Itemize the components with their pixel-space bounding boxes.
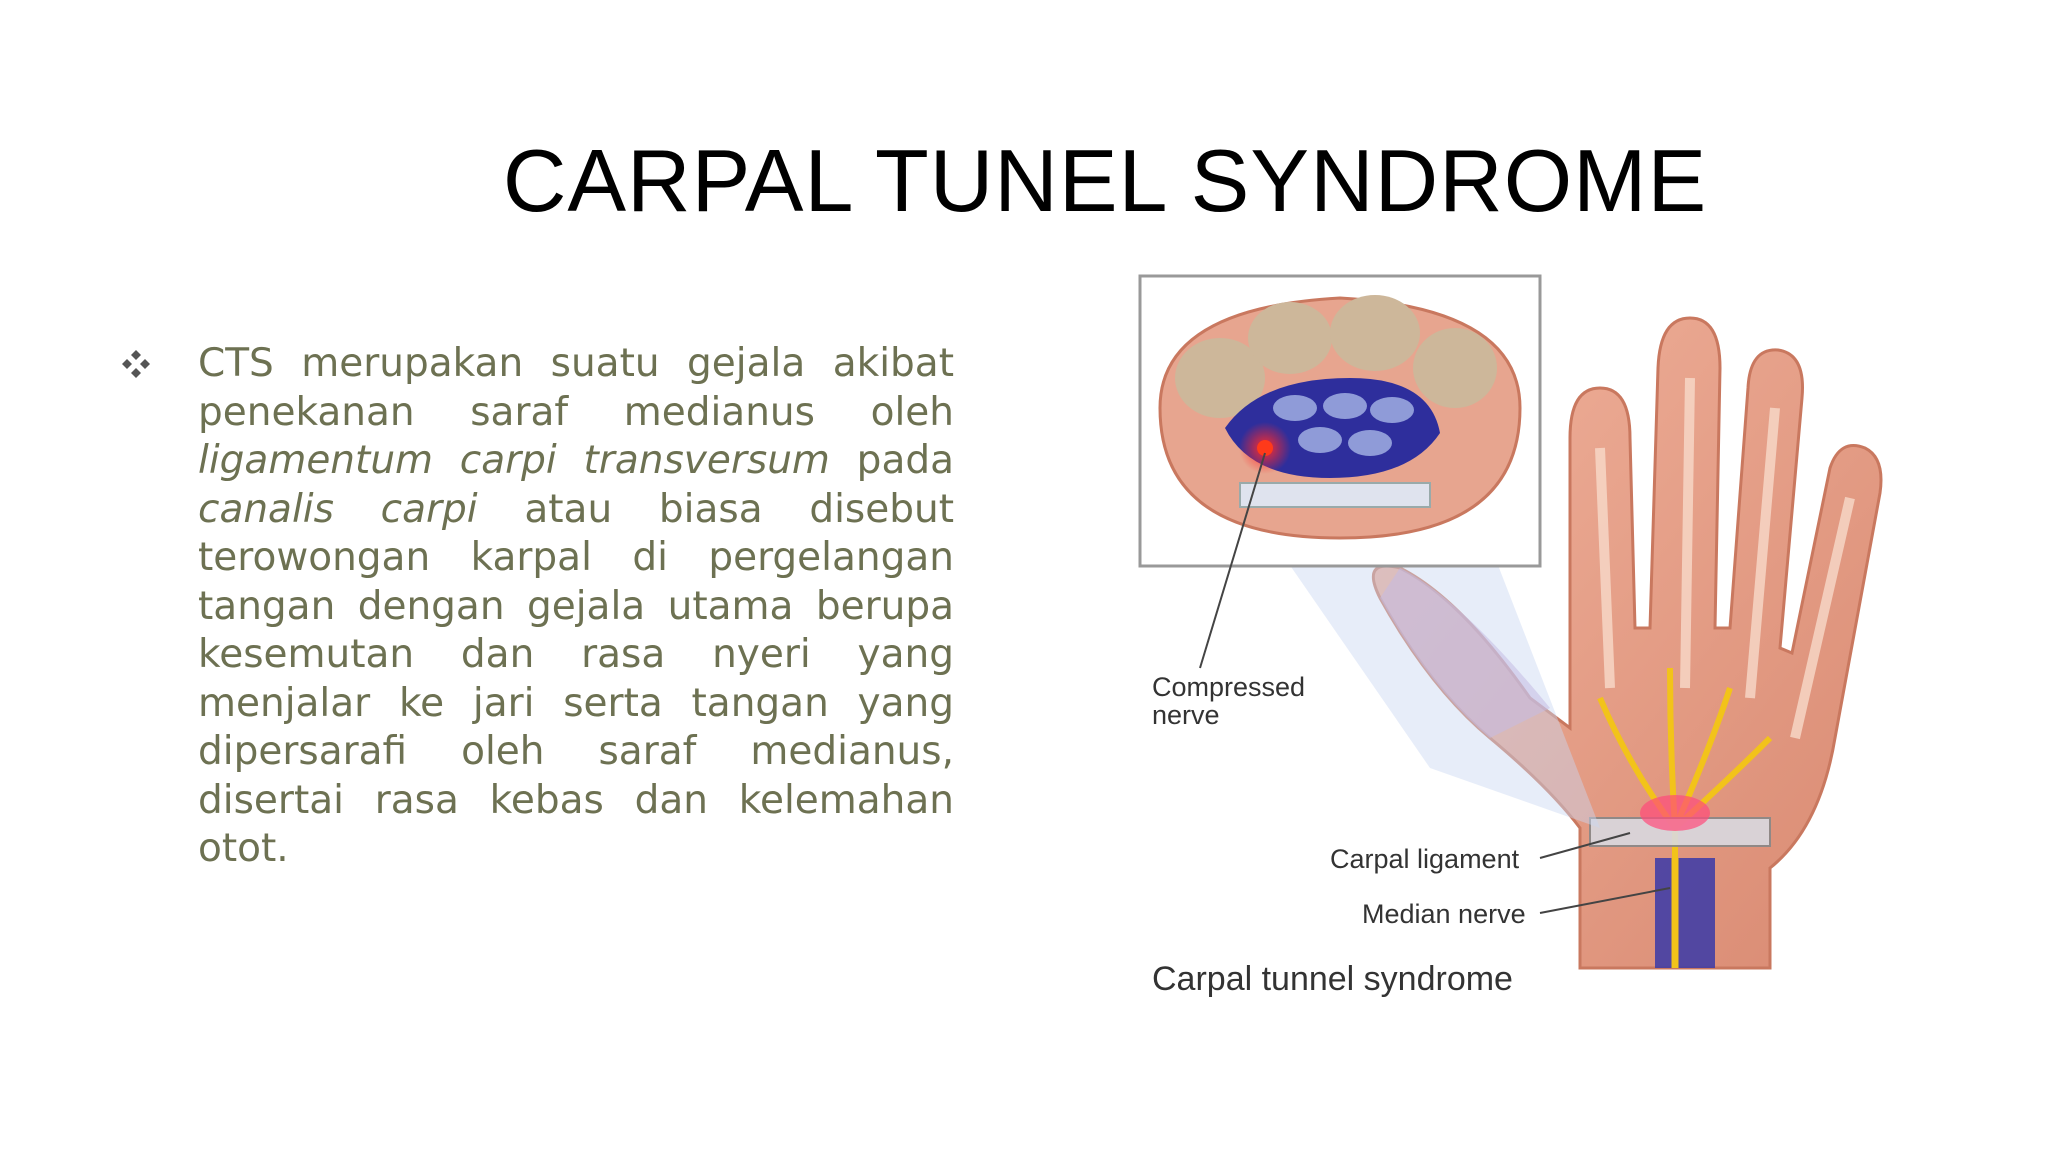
paragraph-italic-2: canalis carpi [198, 486, 478, 532]
paragraph-italic-1: ligamentum carpi transversum [198, 438, 830, 483]
paragraph-text-3: atau biasa disebut terowongan karpal di … [198, 486, 954, 872]
carpal-tunnel-illustration: Compressed nerve Carpal ligament Median … [1138, 274, 1883, 998]
paragraph-text-1: CTS merupakan suatu gejala akibat peneka… [198, 341, 954, 435]
label-compressed-line1: Compressed [1152, 672, 1305, 702]
zoom-beam [1240, 493, 1600, 828]
leader-compressed [1199, 452, 1266, 669]
illustration-caption: Carpal tunnel syndrome [1152, 960, 1513, 998]
leader-ligament [1539, 832, 1631, 859]
label-median-nerve: Median nerve [1362, 899, 1526, 929]
paragraph-text-2: pada [829, 438, 954, 483]
bullet-paragraph: CTS merupakan suatu gejala akibat peneka… [198, 340, 954, 874]
hand-drawing [1371, 316, 1883, 970]
label-compressed-line2: nerve [1152, 700, 1220, 730]
label-carpal-ligament: Carpal ligament [1330, 844, 1520, 874]
leader-median [1539, 887, 1671, 914]
slide-title: CARPAL TUNEL SYNDROME [502, 130, 1708, 230]
diamond-bullet-icon [122, 350, 150, 378]
cross-section-inset [1138, 274, 1542, 568]
